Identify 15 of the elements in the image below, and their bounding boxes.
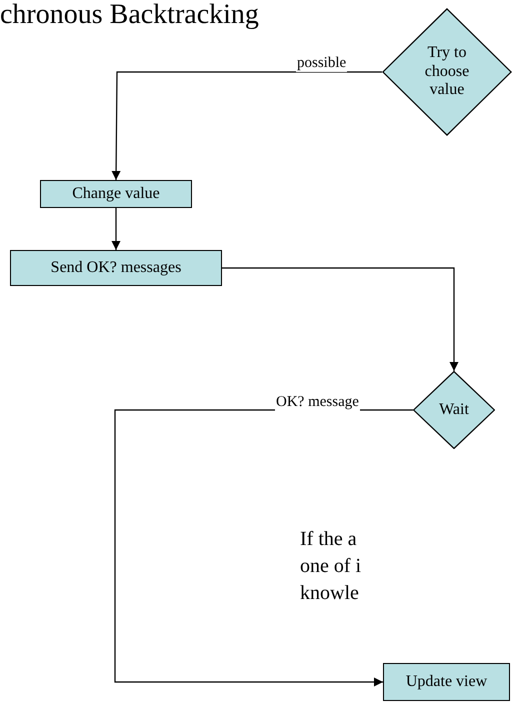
process-box: Update view — [383, 663, 510, 701]
edge-label: OK? message — [275, 394, 360, 410]
body-text: If the a — [300, 528, 357, 551]
body-text: knowle — [300, 582, 359, 605]
body-text: one of i — [300, 555, 362, 578]
arrow — [112, 208, 120, 250]
slide-title: chronous Backtracking — [0, 0, 259, 31]
arrow — [112, 71, 382, 180]
edge-label: possible — [296, 55, 348, 72]
process-box: Change value — [40, 180, 192, 208]
arrow — [222, 267, 458, 371]
decision-diamond: Try to choose value — [382, 8, 512, 136]
arrow — [114, 409, 413, 686]
decision-diamond: Wait — [413, 371, 495, 449]
process-box: Send OK? messages — [10, 250, 222, 286]
